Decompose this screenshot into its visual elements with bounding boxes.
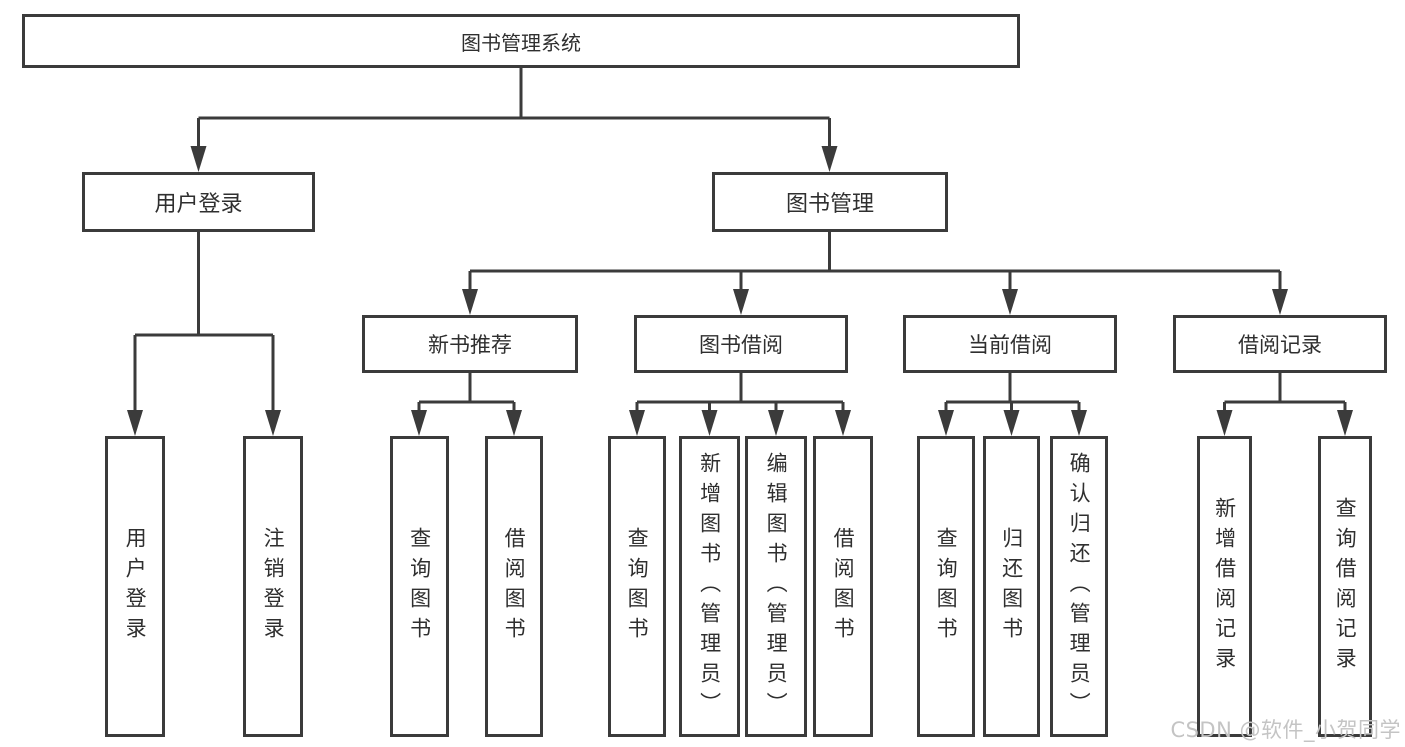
node-label: 新增图书（管理员）: [697, 451, 722, 722]
arrow-down-icon: [835, 410, 851, 436]
leaf-confirm-return-admin: 确认归还（管理员）: [1050, 436, 1108, 737]
node-label: 查询图书: [625, 526, 650, 647]
arrow-down-icon: [1216, 410, 1233, 436]
node-label: 查询图书: [934, 526, 959, 647]
arrow-down-icon: [462, 289, 478, 315]
node-label: 图书管理系统: [461, 30, 581, 55]
node-current-borrowing: 当前借阅: [903, 315, 1117, 373]
arrow-down-icon: [629, 410, 645, 436]
node-book-borrowing: 图书借阅: [634, 315, 848, 373]
arrow-down-icon: [1003, 410, 1020, 436]
node-borrowing-records: 借阅记录: [1173, 315, 1387, 373]
node-label: 新书推荐: [428, 333, 512, 357]
leaf-user-login: 用户登录: [105, 436, 165, 737]
arrow-down-icon: [1002, 289, 1018, 315]
arrow-down-icon: [1272, 289, 1288, 315]
leaf-borrow-books-recommend: 借阅图书: [485, 436, 543, 737]
node-label: 借阅图书: [502, 526, 527, 647]
watermark: CSDN @软件_小贺同学: [1170, 718, 1401, 742]
arrow-down-icon: [938, 410, 954, 436]
arrow-down-icon: [506, 410, 522, 436]
node-label: 用户登录: [123, 526, 148, 647]
leaf-query-books-recommend: 查询图书: [390, 436, 449, 737]
leaf-borrow-books-borrowing: 借阅图书: [813, 436, 873, 737]
node-label: 图书管理: [785, 192, 874, 217]
arrow-down-icon: [411, 410, 427, 436]
node-label: 归还图书: [999, 526, 1024, 647]
node-label: 图书借阅: [699, 333, 783, 357]
leaf-edit-book-admin: 编辑图书（管理员）: [745, 436, 807, 737]
node-label: 编辑图书（管理员）: [764, 451, 789, 722]
leaf-add-book-admin: 新增图书（管理员）: [679, 436, 740, 737]
leaf-add-borrow-record: 新增借阅记录: [1197, 436, 1252, 737]
node-label: 查询图书: [407, 526, 432, 647]
node-label: 注销登录: [261, 526, 286, 647]
leaf-query-books-borrowing: 查询图书: [608, 436, 666, 737]
arrow-down-icon: [265, 410, 281, 436]
node-label: 确认归还（管理员）: [1067, 451, 1092, 722]
arrow-down-icon: [1071, 410, 1087, 436]
node-label: 借阅图书: [831, 526, 856, 647]
arrowheads: [127, 146, 1353, 436]
node-label: 查询借阅记录: [1333, 496, 1358, 677]
connector-lines: [133, 68, 1347, 414]
node-label: 借阅记录: [1238, 333, 1322, 357]
arrow-down-icon: [190, 146, 207, 172]
node-library-management-system: 图书管理系统: [22, 14, 1020, 68]
node-label: 用户登录: [154, 192, 243, 217]
arrow-down-icon: [768, 410, 784, 436]
node-book-management: 图书管理: [712, 172, 948, 232]
node-new-book-recommendation: 新书推荐: [362, 315, 578, 373]
node-label: 当前借阅: [968, 333, 1052, 357]
arrow-down-icon: [127, 410, 143, 436]
arrow-down-icon: [733, 289, 749, 315]
leaf-logout: 注销登录: [243, 436, 303, 737]
arrow-down-icon: [821, 146, 838, 172]
leaf-query-books-current: 查询图书: [917, 436, 975, 737]
arrow-down-icon: [1337, 410, 1353, 436]
node-user-login: 用户登录: [82, 172, 315, 232]
node-label: 新增借阅记录: [1212, 496, 1237, 677]
leaf-return-books: 归还图书: [983, 436, 1040, 737]
leaf-query-borrow-record: 查询借阅记录: [1318, 436, 1372, 737]
arrow-down-icon: [701, 410, 718, 436]
